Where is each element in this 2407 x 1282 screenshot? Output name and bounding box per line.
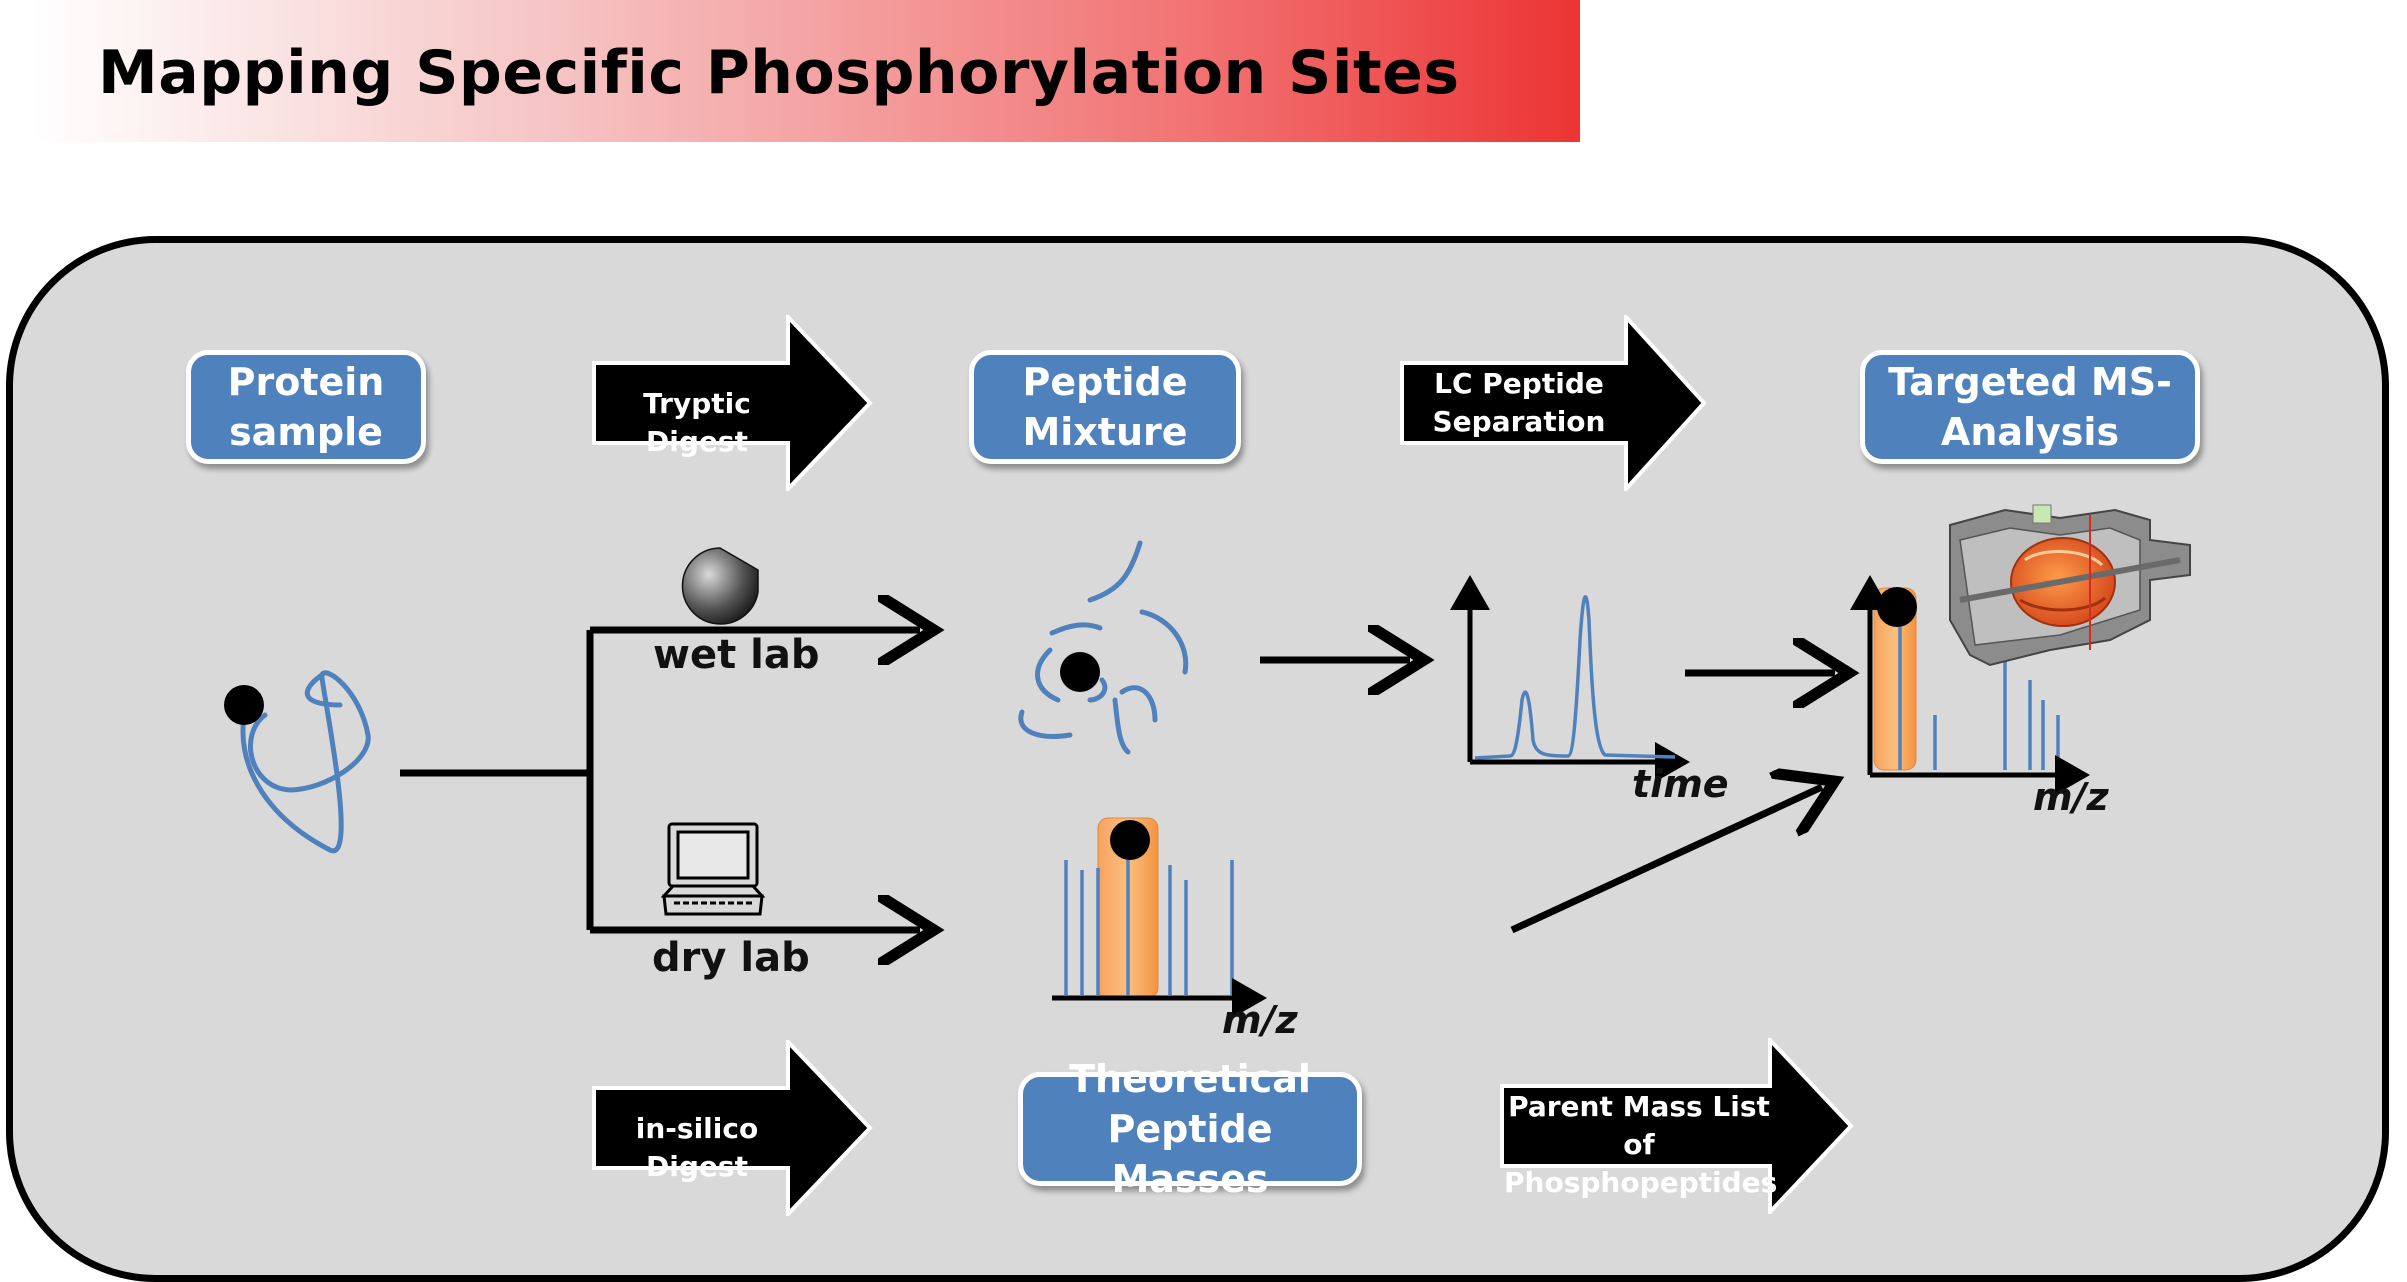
computer-icon <box>660 822 766 916</box>
phosphate-dot-icon <box>1877 587 1917 627</box>
in-silico-digest-label: in-silico Digest <box>635 1112 759 1183</box>
page-title: Mapping Specific Phosphorylation Sites <box>98 38 1460 108</box>
branch-connector <box>400 630 920 930</box>
in-silico-digest-arrow: in-silico Digest <box>592 1040 874 1216</box>
mass-spectrometer-icon <box>1949 504 2191 667</box>
targeted-ms-analysis-box: Targeted MS- Analysis <box>1860 350 2200 464</box>
wet-lab-label: wet lab <box>653 632 820 678</box>
chromatogram-chart <box>1450 575 1690 782</box>
tryptic-digest-label: Tryptic Digest <box>643 387 751 458</box>
parent-mass-list-arrow: Parent Mass List of Phosphopeptides <box>1500 1038 1855 1214</box>
theoretical-peptide-masses-box: Theoretical Peptide Masses <box>1018 1057 1362 1201</box>
peptide-mixture-box: Peptide Mixture <box>969 350 1241 464</box>
phosphate-dot-icon <box>1060 652 1100 692</box>
mz-axis-label-targeted: m/z <box>2033 775 2109 819</box>
lc-separation-arrow: LC Peptide Separation <box>1400 315 1708 491</box>
time-axis-label: time <box>1632 762 1729 806</box>
flow-arrow <box>1510 787 1822 934</box>
dry-lab-label: dry lab <box>652 935 810 981</box>
peptide-fragments-icon <box>1018 540 1189 755</box>
lc-separation-label: LC Peptide Separation <box>1432 367 1606 438</box>
pacman-enzyme-icon <box>681 547 759 625</box>
phosphate-dot-icon <box>1110 820 1150 860</box>
parent-mass-list-label: Parent Mass List of Phosphopeptides <box>1504 1090 1778 1199</box>
mz-axis-label-theoretical: m/z <box>1222 998 1298 1042</box>
protein-sample-box: Protein sample <box>186 350 426 464</box>
theoretical-spectrum-chart <box>1052 817 1267 1018</box>
tryptic-digest-arrow: Tryptic Digest <box>592 315 874 491</box>
title-banner: Mapping Specific Phosphorylation Sites <box>0 0 1580 142</box>
protein-structure-icon <box>240 670 371 854</box>
phosphate-dot-icon <box>224 685 264 725</box>
